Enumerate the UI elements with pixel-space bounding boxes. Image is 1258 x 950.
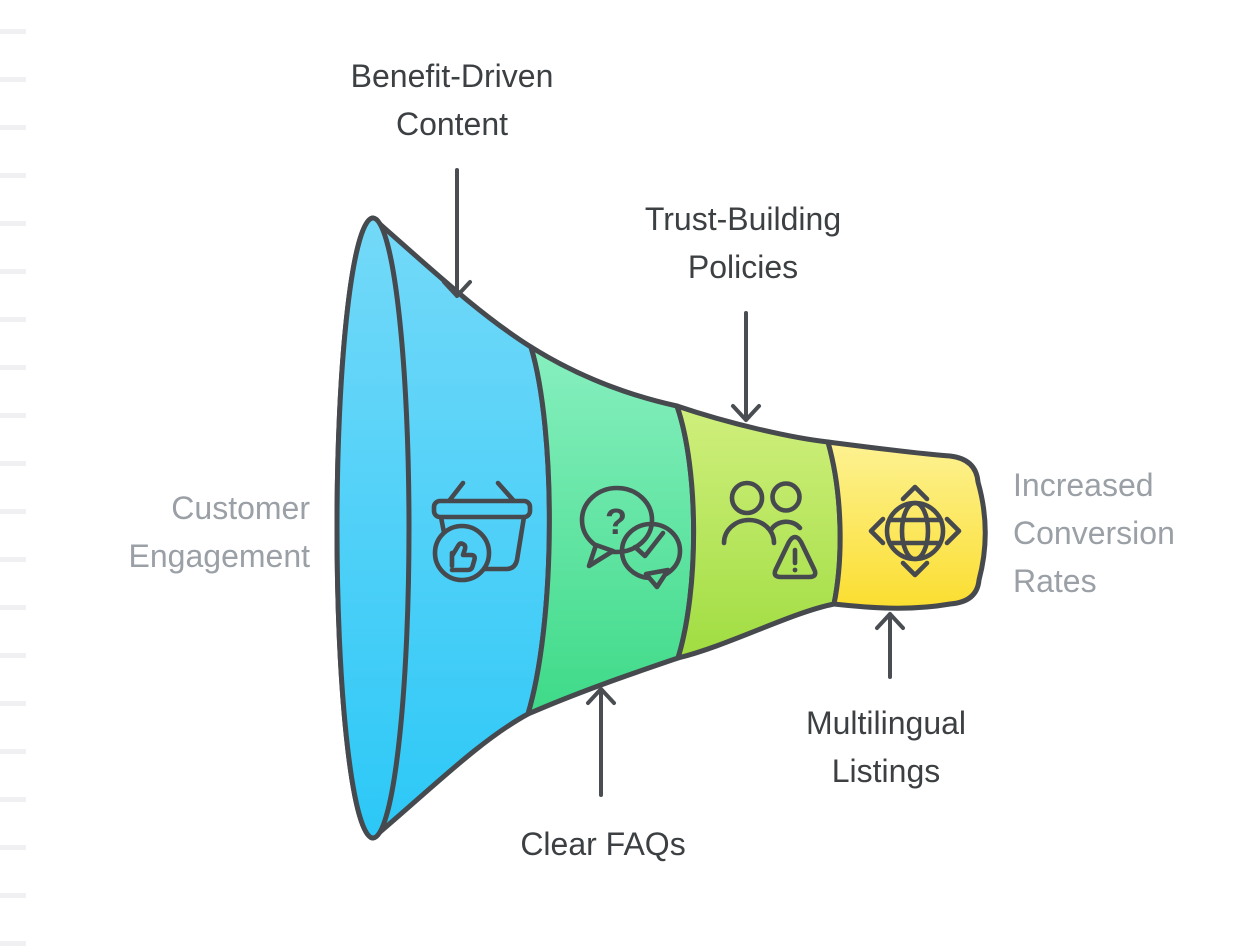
check-glyph: [632, 530, 666, 559]
arrow-multilingual-listings: [875, 612, 905, 679]
funnel-input-label: Customer Engagement: [128, 490, 310, 574]
globe-directions-icon: [868, 484, 962, 578]
arrow-clear-faqs: [586, 687, 616, 797]
stage-label-trust-building-policies: Trust-Building Policies: [644, 201, 842, 285]
chat-question-check-icon: ?: [579, 485, 683, 590]
funnel-output-label: Increased Conversion Rates: [1013, 467, 1175, 599]
users-warning-icon: [721, 480, 818, 580]
arrow-trust-building-policies: [731, 311, 761, 422]
stage-4-segment: [825, 439, 988, 611]
question-glyph: ?: [605, 501, 627, 542]
stage-3-segment: [674, 403, 843, 661]
stage-label-benefit-driven-content: Benefit-Driven Content: [350, 58, 554, 142]
left-ruler-lines: [0, 29, 26, 946]
stage-label-clear-faqs: Clear FAQs: [520, 826, 686, 862]
stage-2-segment: [525, 344, 697, 717]
stage-label-multilingual-listings: Multilingual Listings: [805, 705, 967, 789]
funnel-mouth: [334, 215, 412, 841]
arrow-benefit-driven-content: [442, 168, 472, 298]
shopping-basket-thumbs-up-icon: [431, 480, 533, 583]
